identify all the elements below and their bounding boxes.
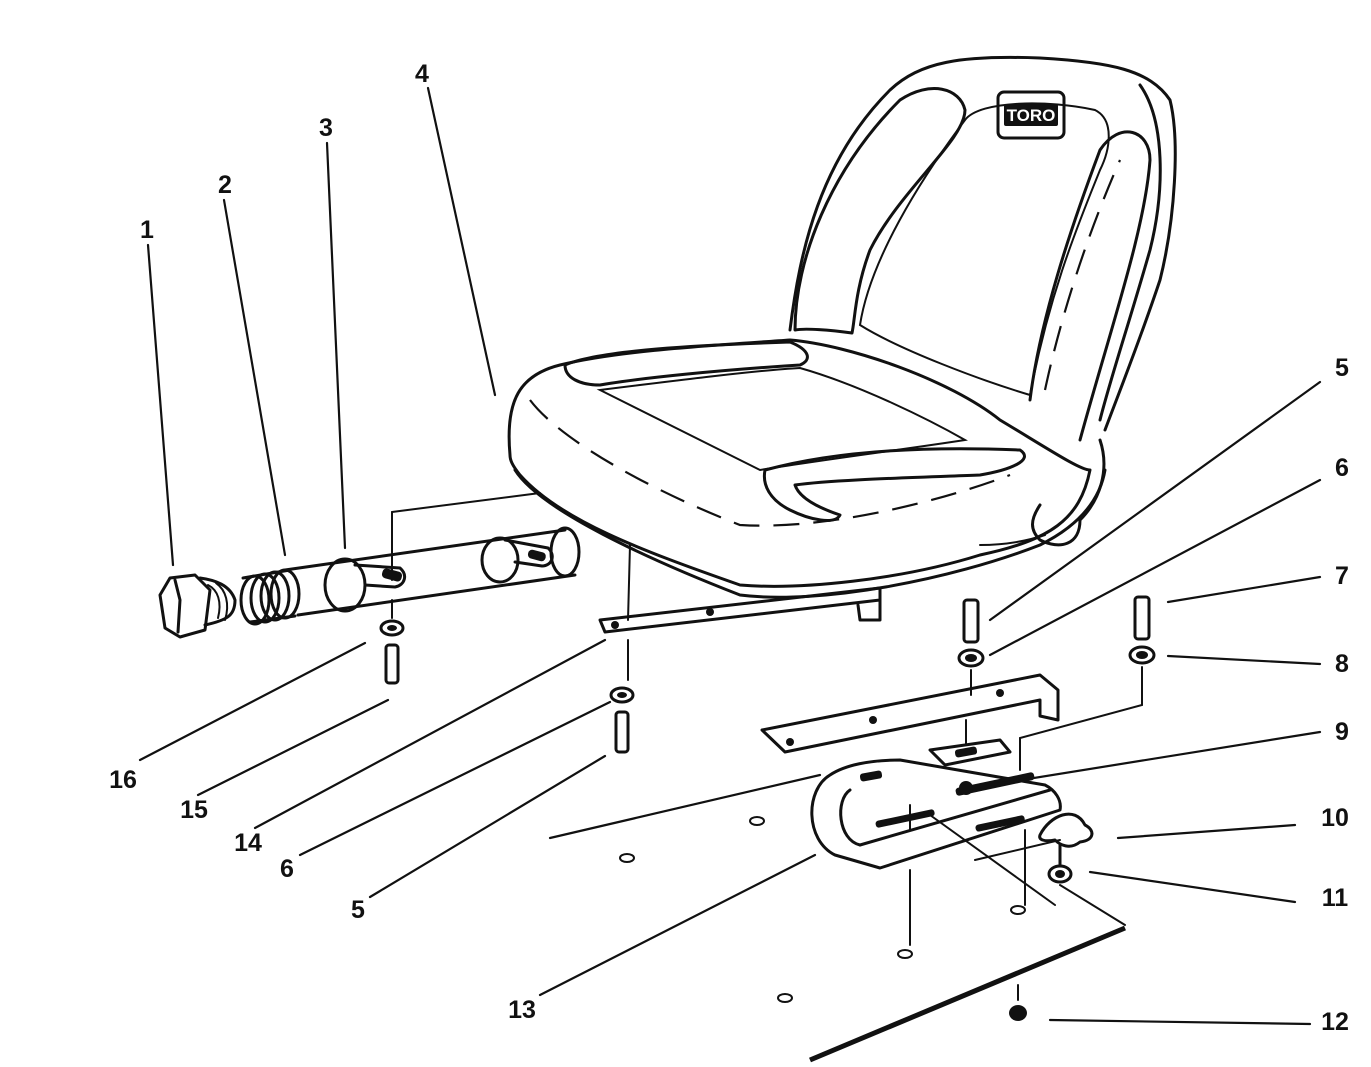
seat-back-outline [788,55,1177,432]
seat-right-pocket [762,447,1026,522]
callout-8: 8 [1335,650,1349,678]
seat-back-bolster-left [793,87,967,335]
callout-1: 1 [140,216,154,244]
tube [283,526,581,617]
callout-14: 14 [234,829,262,857]
seat-cushion-dash [529,399,1011,527]
callout-9: 9 [1335,718,1349,746]
callout-13: 13 [508,996,536,1024]
callout-5-bottom: 5 [351,896,365,924]
callout-11: 11 [1322,884,1349,912]
seat-back-bolster-dash [1043,159,1122,391]
callout-4: 4 [415,60,429,88]
brand-logo: TORO [1007,106,1056,125]
seat-center-panel [596,366,968,472]
knob [1038,812,1094,848]
callout-15: 15 [180,796,208,824]
seat-assembly: TORO [507,55,1177,634]
callout-6-bottom: 6 [280,855,294,883]
callout-6-top: 6 [1335,454,1349,482]
spring [239,568,301,626]
seat-side-support [1031,438,1106,547]
upper-bracket [760,673,1060,754]
seat-back-edge [1098,83,1162,422]
callout-3: 3 [319,114,333,142]
callout-10: 10 [1321,804,1349,832]
middle-fasteners [609,639,635,754]
floor-plate-edge [809,925,1126,1063]
slide-parts [619,595,1156,1063]
seat-cushion-bottom [513,468,1107,599]
slide-rail [810,758,1062,870]
callout-7: 7 [1335,562,1349,590]
seat-front-roll [563,340,809,387]
callout-12: 12 [1321,1008,1349,1036]
callout-16: 16 [109,766,137,794]
callout-5-top: 5 [1335,354,1349,382]
leader-lines [138,86,1322,1026]
seat-back-bolster-right [1028,130,1152,442]
shaft-parts [158,492,581,685]
seat-back-center-panel [858,102,1110,397]
bolt-15 [384,643,400,685]
callout-2: 2 [218,171,232,199]
callout-labels: 1 2 3 4 5 6 7 8 9 10 11 12 13 14 5 6 15 … [109,60,1349,1036]
hex-plug [158,573,212,639]
brand-logo-plate [996,90,1066,140]
